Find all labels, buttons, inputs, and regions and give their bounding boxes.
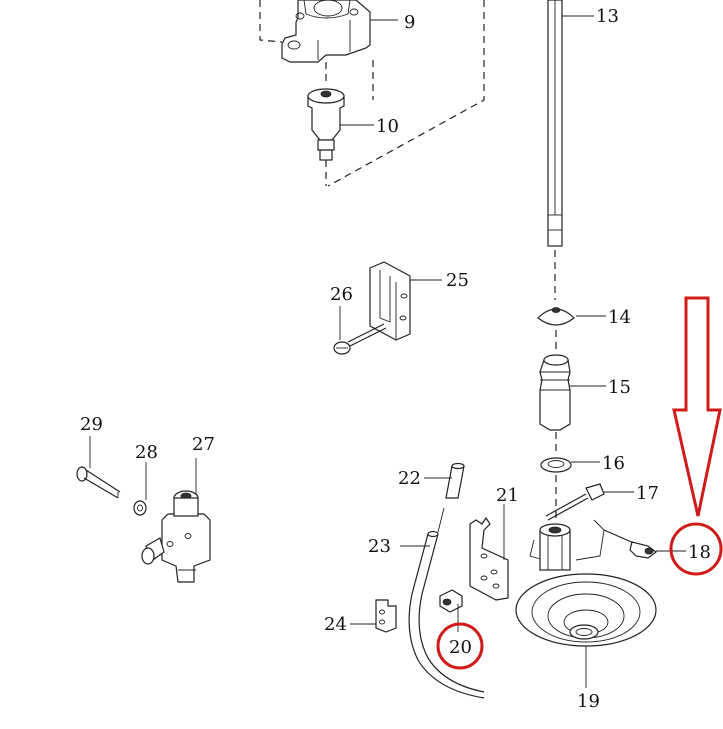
part-27-valve <box>141 458 211 583</box>
part-22-plug <box>424 462 465 499</box>
part-9-bracket <box>281 0 398 63</box>
part-20-nut <box>439 589 463 632</box>
label-part-18: 18 <box>688 542 711 563</box>
label-part-25: 25 <box>446 270 469 291</box>
part-13-shaft <box>547 0 594 300</box>
part-21-bracket <box>469 504 509 601</box>
label-part-22: 22 <box>398 468 421 489</box>
label-part-28: 28 <box>135 442 158 463</box>
dashed-assembly-boundary <box>259 0 485 187</box>
part-15-sleeve <box>539 354 606 452</box>
label-part-9: 9 <box>404 12 415 33</box>
label-part-20: 20 <box>449 637 472 658</box>
label-part-21: 21 <box>496 485 519 506</box>
label-part-19: 19 <box>577 691 600 712</box>
label-part-29: 29 <box>80 414 103 435</box>
part-14-cap <box>537 307 606 350</box>
part-18-screw <box>603 529 686 559</box>
label-part-10: 10 <box>376 116 399 137</box>
part-25-block <box>369 261 442 341</box>
part-23-tube <box>400 507 485 699</box>
part-24-clip <box>350 599 397 633</box>
circle-highlight-18 <box>669 522 723 576</box>
red-arrow-annotation <box>672 296 722 517</box>
label-part-17: 17 <box>636 483 659 504</box>
label-part-14: 14 <box>608 307 631 328</box>
part-26-screw <box>333 306 387 355</box>
label-part-26: 26 <box>330 284 353 305</box>
part-29-bolt <box>76 436 121 499</box>
part-28-washer <box>133 462 147 516</box>
label-part-15: 15 <box>608 377 631 398</box>
label-part-24: 24 <box>324 614 347 635</box>
circle-highlight-20 <box>436 622 484 670</box>
label-part-23: 23 <box>368 536 391 557</box>
part-19-bowl <box>515 519 657 688</box>
label-part-13: 13 <box>596 6 619 27</box>
label-part-16: 16 <box>602 453 625 474</box>
label-part-27: 27 <box>192 434 215 455</box>
part-10-fitting <box>307 62 374 161</box>
part-17-screw <box>545 483 634 521</box>
part-16-ring <box>540 457 600 520</box>
